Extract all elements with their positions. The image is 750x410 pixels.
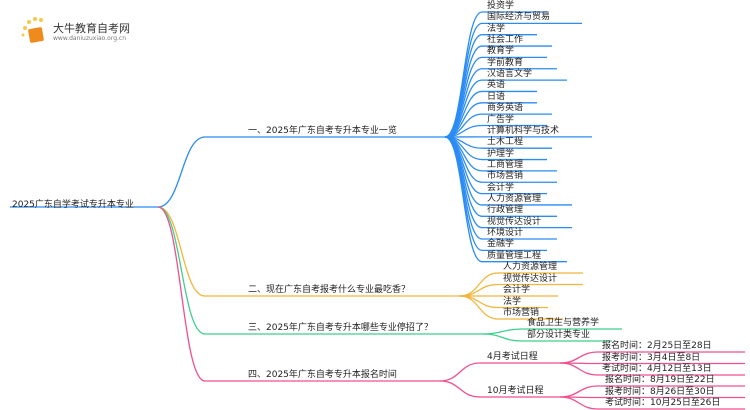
leaf-connector [482, 328, 523, 335]
leaf-node[interactable]: 国际经济与贸易 [487, 12, 551, 23]
branch-1-label[interactable]: 一、2025年广东自考专升本专业一览 [248, 126, 397, 136]
schedule-group[interactable]: 10月考试日程 [487, 386, 544, 396]
leaf-node[interactable]: 投资学 [487, 1, 515, 11]
leaf-connector [559, 396, 599, 410]
schedule-item[interactable]: 考试时间：10月25日至26日 [605, 398, 721, 408]
leaf-node[interactable]: 工商管理 [487, 159, 524, 170]
leaf-connector [482, 333, 523, 342]
leaf-node[interactable]: 视觉传达设计 [503, 273, 558, 284]
schedule-item[interactable]: 报考时间：3月4日至8日 [602, 352, 701, 363]
branch-connector [157, 206, 206, 382]
leaf-node[interactable]: 人力资源管理 [503, 262, 558, 272]
branch-connector [157, 206, 206, 335]
leaf-node[interactable]: 法学 [503, 296, 522, 307]
leaf-node[interactable]: 广告学 [487, 114, 515, 125]
leaf-connector [459, 283, 499, 297]
leaf-node[interactable]: 商务英语 [487, 103, 524, 114]
leaf-node[interactable]: 视觉传达设计 [487, 216, 542, 227]
leaf-node[interactable]: 人力资源管理 [487, 193, 542, 204]
leaf-connector [559, 362, 599, 376]
leaf-node[interactable]: 社会工作 [487, 35, 524, 46]
leaf-node[interactable]: 英语 [487, 80, 506, 91]
branch-connector [157, 136, 206, 208]
leaf-node[interactable]: 教育学 [487, 46, 515, 57]
leaf-node[interactable]: 部分设计类专业 [527, 330, 591, 340]
schedule-group[interactable]: 4月考试日程 [487, 352, 538, 362]
logo-title: 大牛教育自考网 [53, 22, 130, 35]
leaf-node[interactable]: 日语 [487, 91, 506, 102]
leaf-node[interactable]: 市场营销 [487, 171, 524, 182]
root-node[interactable]: 2025广东自学考试专升本专业 [12, 200, 134, 210]
group-connector [439, 362, 481, 382]
leaf-node[interactable]: 金融学 [487, 239, 515, 250]
leaf-node[interactable]: 土木工程 [487, 137, 524, 148]
group-connector [439, 380, 481, 398]
leaf-node[interactable]: 护理学 [487, 148, 515, 159]
leaf-node[interactable]: 会计学 [503, 285, 531, 295]
leaf-node[interactable]: 环境设计 [487, 228, 524, 238]
leaf-node[interactable]: 汉语言文学 [487, 69, 533, 80]
branch-connector [157, 206, 206, 297]
leaf-connector [444, 136, 483, 263]
branch-2-label[interactable]: 二、现在广东自考报考什么专业最吃香？ [248, 285, 411, 295]
leaf-node[interactable]: 法学 [487, 23, 506, 34]
leaf-connector [559, 351, 599, 364]
leaf-node[interactable]: 计算机科学与技术 [487, 125, 560, 136]
leaf-node[interactable]: 行政管理 [487, 205, 524, 216]
leaf-node[interactable]: 会计学 [487, 182, 515, 193]
schedule-item[interactable]: 报名时间：8月19日至22日 [605, 375, 715, 385]
schedule-item[interactable]: 报考时间：8月26日至30日 [605, 386, 715, 397]
leaf-node[interactable]: 学前教育 [487, 57, 524, 68]
leaf-connector [444, 11, 483, 138]
leaf-node[interactable]: 质量管理工程 [487, 250, 542, 261]
schedule-item[interactable]: 报名时间：2月25日至28日 [602, 341, 712, 351]
leaf-connector [559, 385, 599, 398]
leaf-node[interactable]: 市场营销 [503, 308, 540, 318]
leaf-node[interactable]: 食品卫生与营养学 [527, 318, 600, 328]
logo-url: www.daniuzuxiao.org.cn [53, 35, 127, 42]
schedule-item[interactable]: 考试时间：4月12日至13日 [602, 364, 712, 374]
branch-4-label[interactable]: 四、2025年广东自考专升本报名时间 [248, 370, 397, 380]
branch-3-label[interactable]: 三、2025年广东自考专升本哪些专业停招了？ [248, 323, 433, 333]
leaf-connector [459, 295, 499, 320]
logo-icon [20, 16, 50, 49]
leaf-connector [459, 295, 499, 309]
